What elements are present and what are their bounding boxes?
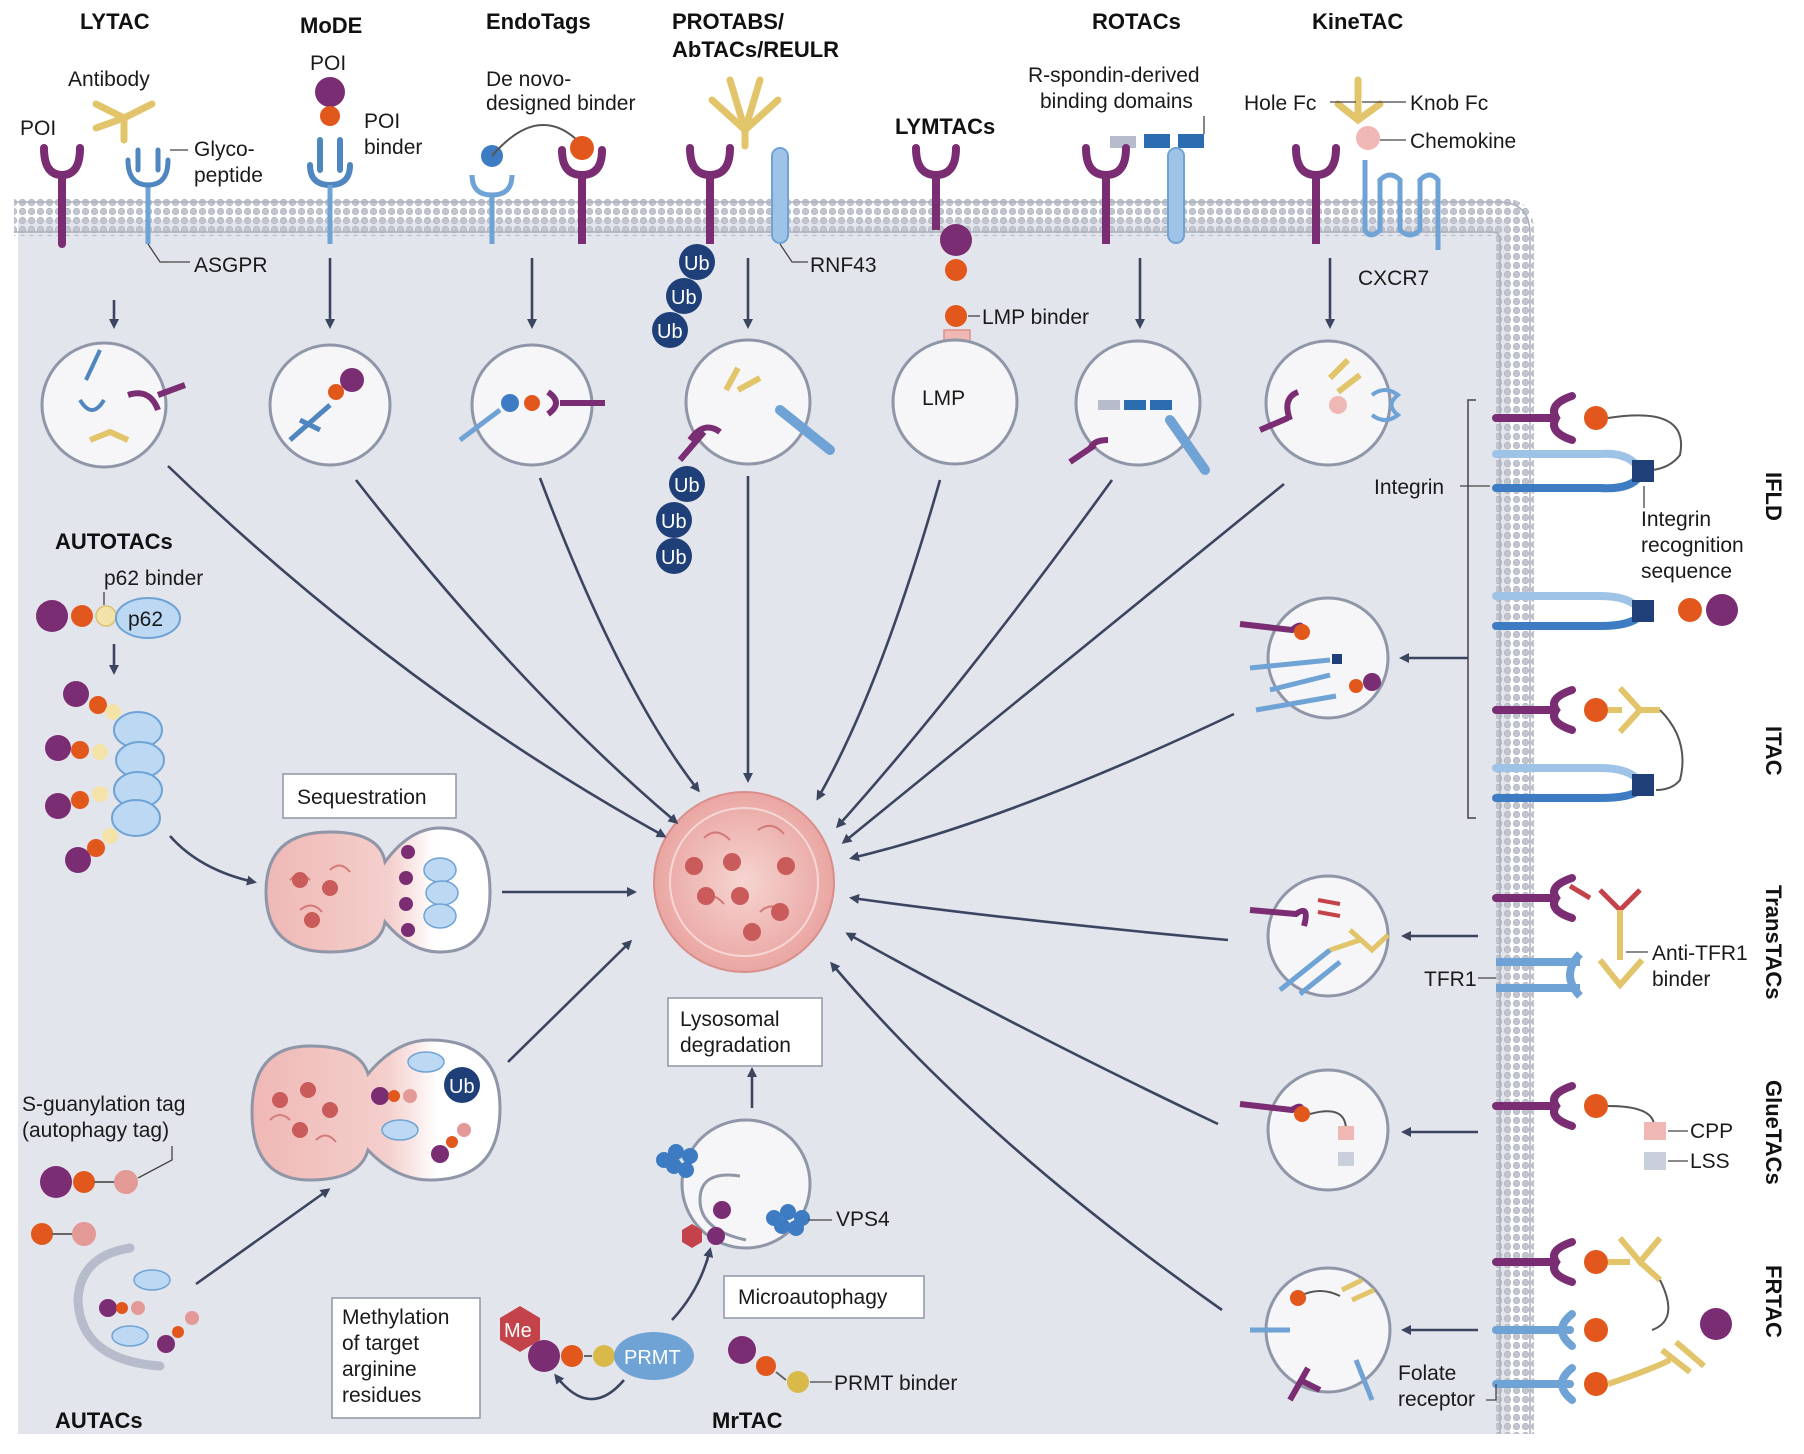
microautophagy-module: VPS4 Microautophagy (656, 1118, 925, 1319)
protabs-module: RNF43 Ub Ub Ub Ub Ub Ub (652, 76, 877, 574)
label-denovo-2: designed binder (486, 92, 635, 115)
label-microautophagy: Microautophagy (738, 1286, 888, 1309)
label-folate-1: Folate (1398, 1362, 1456, 1385)
title-lymtacs: LYMTACs (895, 114, 995, 139)
label-tfr1: TFR1 (1424, 968, 1477, 991)
title-kinetac: KineTAC (1312, 9, 1403, 34)
label-asgpr: ASGPR (194, 254, 268, 277)
label-knob-fc: Knob Fc (1410, 92, 1488, 115)
endotags-module: De novo- designed binder (458, 68, 635, 467)
plasma-membrane (14, 198, 1534, 1434)
label-rspondin-2: binding domains (1040, 90, 1193, 113)
kinetac-module: Hole Fc Knob Fc Chemokine CXCR7 (1244, 76, 1516, 467)
label-sguan-1: S-guanylation tag (22, 1093, 185, 1116)
label-glyco-2: peptide (194, 164, 263, 187)
title-transtacs: TransTACs (1761, 885, 1786, 1000)
title-frtac: FRTAC (1761, 1265, 1786, 1338)
autotacs-module: p62 binder p62 (36, 567, 257, 886)
sequestration-box: Sequestration (282, 773, 457, 819)
label-methyl-1: Methylation (342, 1306, 449, 1329)
title-protabs-line1: PROTABS/ (672, 9, 784, 34)
label-lyso-2: degradation (680, 1034, 791, 1057)
gluetacs-module: CPP LSS (1239, 1068, 1733, 1192)
rotacs-module: R-spondin-derived binding domains (1028, 64, 1210, 475)
lysosome (653, 791, 835, 973)
label-cxcr7: CXCR7 (1358, 267, 1429, 290)
ub-chain-top: Ub Ub Ub (652, 244, 715, 348)
ub-label: Ub (684, 253, 710, 275)
title-mode: MoDE (300, 13, 362, 38)
label-methyl-2: of target (342, 1332, 419, 1355)
transtacs-module: TFR1 Anti-TFR1 binder (1249, 874, 1748, 999)
label-lmp-binder: LMP binder (982, 306, 1089, 329)
label-rspondin-1: R-spondin-derived (1028, 64, 1200, 87)
lymtacs-module: LMP binder LMP (891, 144, 1089, 466)
label-me: Me (504, 1320, 532, 1342)
label-p62-binder: p62 binder (104, 567, 203, 590)
ub-chain-bottom: Ub Ub Ub (656, 466, 705, 574)
label-methyl-4: residues (342, 1384, 421, 1407)
ub-label: Ub (674, 475, 700, 497)
label-chemokine: Chemokine (1410, 130, 1516, 153)
label-antibody: Antibody (68, 68, 150, 91)
converging-arrows (167, 465, 1285, 1312)
label-folate-2: receptor (1398, 1388, 1475, 1411)
label-lss: LSS (1690, 1150, 1730, 1173)
title-autotacs: AUTOTACs (55, 529, 173, 554)
title-mrtac: MrTAC (712, 1408, 783, 1433)
ub-label: Ub (449, 1076, 475, 1098)
label-poi: POI (20, 117, 56, 140)
title-protabs-line2: AbTACs/REULR (672, 37, 839, 62)
ub-label: Ub (671, 287, 697, 309)
label-anti-tfr1-1: Anti-TFR1 (1652, 942, 1748, 965)
label-vps4: VPS4 (836, 1208, 890, 1231)
mrtac-module: Methylation of target arginine residues … (331, 1247, 957, 1419)
lysosomal-degradation-box: Lysosomal degradation (667, 997, 823, 1067)
label-methyl-3: arginine (342, 1358, 417, 1381)
title-endotags: EndoTags (486, 9, 591, 34)
label-denovo-1: De novo- (486, 68, 571, 91)
label-poi-binder-1: POI (364, 110, 400, 133)
autacs-module: S-guanylation tag (autophagy tag) (22, 1093, 331, 1371)
label-sequestration: Sequestration (297, 786, 427, 809)
ub-label: Ub (661, 511, 687, 533)
title-lytac: LYTAC (80, 9, 150, 34)
ub-label: Ub (661, 547, 687, 569)
title-rotacs: ROTACs (1092, 9, 1181, 34)
title-gluetacs: GlueTACs (1761, 1080, 1786, 1185)
lytac-module: Antibody POI Glyco- peptide ASGPR (20, 68, 268, 469)
label-integrin-rec-2: recognition (1641, 534, 1744, 557)
label-rnf43: RNF43 (810, 254, 877, 277)
ub-label: Ub (657, 321, 683, 343)
label-integrin-rec-1: Integrin (1641, 508, 1711, 531)
ifld-itac-module: Integrin Integrin recognition sequence (1239, 392, 1744, 819)
title-autacs: AUTACs (55, 1408, 143, 1433)
label-prmt: PRMT (624, 1347, 681, 1369)
frtac-module: Folate receptor (1250, 1236, 1732, 1411)
label-integrin: Integrin (1374, 476, 1444, 499)
label-sguan-2: (autophagy tag) (22, 1119, 169, 1142)
title-itac: ITAC (1761, 726, 1786, 776)
label-p62: p62 (128, 608, 163, 631)
mode-module: POI POI binder (268, 52, 422, 467)
label-lyso-1: Lysosomal (680, 1008, 780, 1031)
label-poi-binder-2: binder (364, 136, 422, 159)
p62-oligomer (45, 681, 165, 873)
label-mode-poi: POI (310, 52, 346, 75)
label-hole-fc: Hole Fc (1244, 92, 1316, 115)
label-prmt-binder: PRMT binder (834, 1372, 957, 1395)
autolysosome-sequestration (264, 826, 492, 954)
title-ifld: IFLD (1761, 472, 1786, 521)
label-integrin-rec-3: sequence (1641, 560, 1732, 583)
label-lmp: LMP (922, 387, 965, 410)
label-glyco-1: Glyco- (194, 138, 255, 161)
label-cpp: CPP (1690, 1120, 1733, 1143)
label-anti-tfr1-2: binder (1652, 968, 1710, 991)
autolysosome-autac: Ub (250, 1038, 502, 1182)
